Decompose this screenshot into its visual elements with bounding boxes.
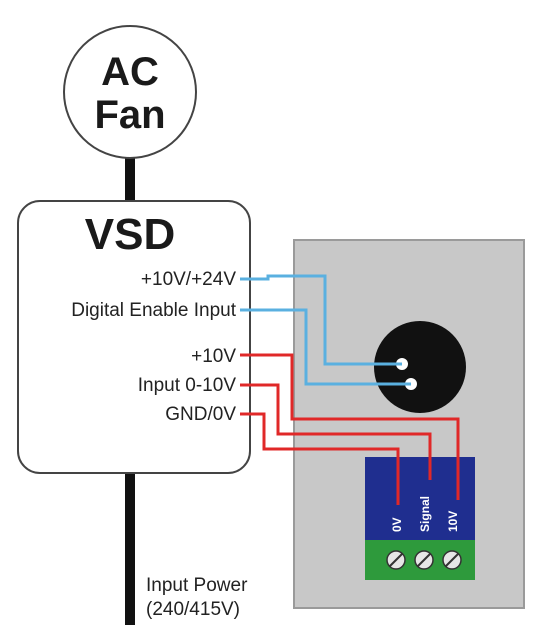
blue-wire-supply — [240, 274, 402, 366]
terminal-block-label-10v: 10V — [446, 511, 460, 532]
input-power-label-line2: (240/415V) — [146, 599, 240, 620]
red-wire-signal — [240, 383, 432, 480]
red-wire-10v — [240, 353, 460, 500]
vsd-box — [17, 200, 251, 474]
ac-fan-circle — [63, 25, 197, 159]
terminal-screw-0v — [386, 550, 406, 570]
terminal-label-10v: +10V — [191, 346, 236, 367]
ac-fan-label-line2: Fan — [94, 93, 165, 137]
blue-wire-digital-enable — [240, 308, 411, 386]
power-cable — [125, 472, 135, 625]
terminal-screw-10v — [442, 550, 462, 570]
vsd-title: VSD — [85, 210, 175, 259]
input-power-label-line1: Input Power — [146, 575, 248, 596]
terminal-label-gnd: GND/0V — [165, 404, 236, 425]
terminal-label-supply: +10V/+24V — [141, 269, 236, 290]
terminal-screw-signal — [414, 550, 434, 570]
terminal-block-label-signal: Signal — [418, 496, 432, 532]
terminal-label-digital-enable: Digital Enable Input — [71, 300, 236, 321]
red-wire-0v — [240, 412, 400, 505]
fan-cable — [125, 150, 135, 202]
potentiometer-knob — [374, 321, 466, 413]
terminal-block-label-0v: 0V — [390, 517, 404, 532]
terminal-label-input-0-10v: Input 0-10V — [138, 375, 237, 396]
ac-fan-label-line1: AC — [101, 50, 159, 94]
